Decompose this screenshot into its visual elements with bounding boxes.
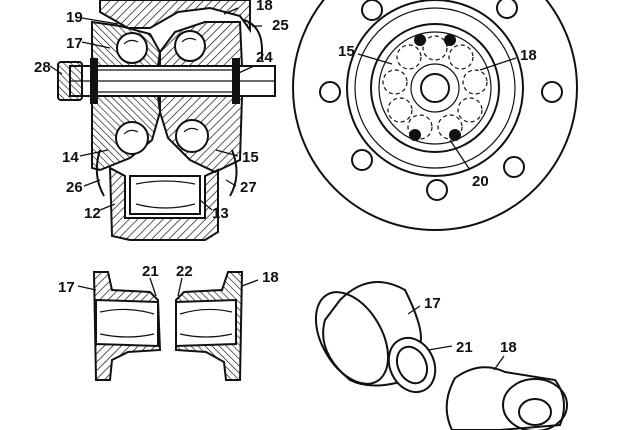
label-15-left: 15: [242, 149, 259, 166]
label-13: 13: [212, 205, 229, 222]
bracket-25: [243, 19, 263, 60]
label-17-race: 17: [58, 279, 75, 296]
label-27: 27: [240, 179, 257, 196]
split-race-view: [92, 271, 244, 381]
label-21-cone: 21: [456, 339, 473, 356]
label-25: 25: [272, 17, 289, 34]
label-24: 24: [256, 49, 273, 66]
label-17-top: 17: [66, 35, 83, 52]
wheel-outer-disc: [292, 0, 578, 231]
right-collar: [232, 58, 240, 104]
upper-rim-section: [99, 0, 251, 34]
label-14: 14: [62, 149, 79, 166]
label-18-cone: 18: [500, 339, 517, 356]
leader-lines: [49, 7, 517, 371]
label-18-top: 18: [256, 0, 273, 14]
axle-nut: [57, 61, 83, 101]
label-21-race: 21: [142, 263, 159, 280]
lower-ball-left: [115, 121, 149, 155]
label-19: 19: [66, 9, 83, 26]
label-18-wheel: 18: [520, 47, 537, 64]
perspective-race-view: [314, 281, 568, 430]
callout-labels: 19 17 28 14 26 12 13 27 15 24 25 18 15 1…: [34, 0, 537, 356]
cone-race-18: [445, 366, 565, 430]
label-15-wheel: 15: [338, 43, 355, 60]
upper-ball-left: [116, 32, 148, 64]
label-22: 22: [176, 263, 193, 280]
bearing-rollers: [382, 34, 488, 141]
lower-tire-section: [108, 166, 219, 241]
label-20: 20: [472, 173, 489, 190]
cross-section-view: [57, 0, 276, 241]
wheel-face-view: [292, 0, 578, 231]
label-26: 26: [66, 179, 83, 196]
label-12: 12: [84, 205, 101, 222]
bolt-holes: [319, 0, 563, 201]
lower-ball-right: [175, 119, 209, 153]
label-17-cone: 17: [424, 295, 441, 312]
left-collar: [90, 58, 98, 104]
label-28: 28: [34, 59, 51, 76]
hub-bore: [420, 73, 450, 103]
label-18-race: 18: [262, 269, 279, 286]
left-flange: [95, 149, 105, 197]
upper-ball-right: [174, 30, 206, 62]
